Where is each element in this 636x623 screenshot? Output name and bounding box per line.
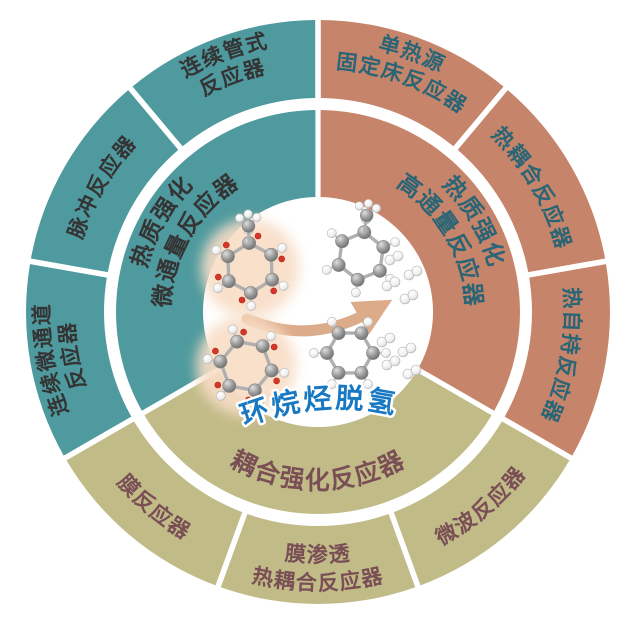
outer-segment-membrane-permeation-thermally-coupled-reactor (220, 514, 416, 604)
hydrogen-molecule-icon (399, 289, 419, 305)
hydrogen-molecule-icon (402, 364, 422, 380)
hydrogen-molecule-icon (403, 265, 423, 281)
segment-label-membrane-permeation-thermally-coupled-reactor: 膜渗透 (284, 541, 352, 567)
hydrogen-molecule-icon (376, 332, 396, 348)
outer-segment-continuous-microchannel-reactor (26, 264, 132, 456)
toluene-molecule-icon (321, 199, 401, 298)
benzene-molecule-icon (309, 316, 391, 390)
outer-segment-pulse-reactor (30, 90, 179, 273)
reaction-scheme (196, 199, 423, 416)
cyclohexane-molecule-icon (196, 316, 296, 416)
outer-segment-microwave-reactor (393, 421, 570, 586)
hydrogen-molecule-icon (381, 276, 401, 292)
outer-segment-continuous-tubular-reactor (132, 20, 316, 147)
outer-segment-single-heat-source-fixed-bed-reactor (320, 20, 504, 147)
inner-sector-heat-mass-intensified-micro-throughput-reactor (116, 110, 316, 411)
outer-segment-thermally-coupled-reactor (457, 90, 606, 273)
inner-sector-heat-mass-intensified-high-throughput-reactor (320, 110, 520, 411)
outer-segment-thermal-self-sustained-reactor (504, 264, 610, 456)
hydrogen-molecule-icon (384, 250, 404, 266)
hydrogen-molecule-icon (397, 342, 417, 358)
outer-segment-membrane-reactor (66, 421, 243, 586)
hydrogen-molecule-icon (381, 355, 401, 371)
methylcyclohexane-molecule-icon (201, 209, 299, 317)
